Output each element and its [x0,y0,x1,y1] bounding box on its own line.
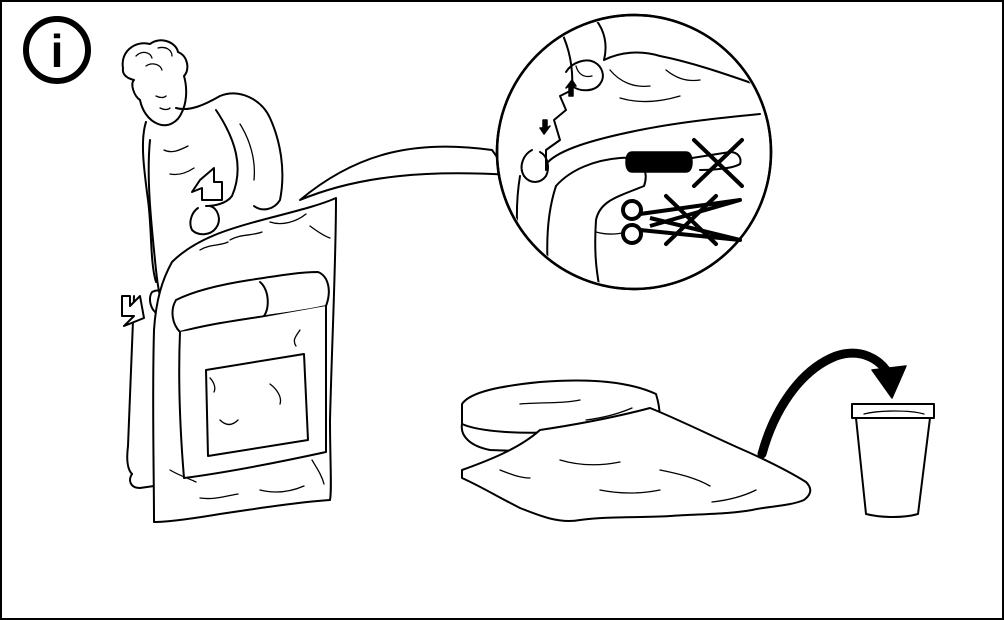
armchair-icon [173,272,329,478]
arrow-up-outline-icon [192,168,222,200]
callout-tail [300,147,510,200]
cushion-icon [462,381,811,522]
info-icon: i [26,19,88,81]
svg-text:i: i [51,25,64,77]
waste-bin-icon [852,404,934,517]
